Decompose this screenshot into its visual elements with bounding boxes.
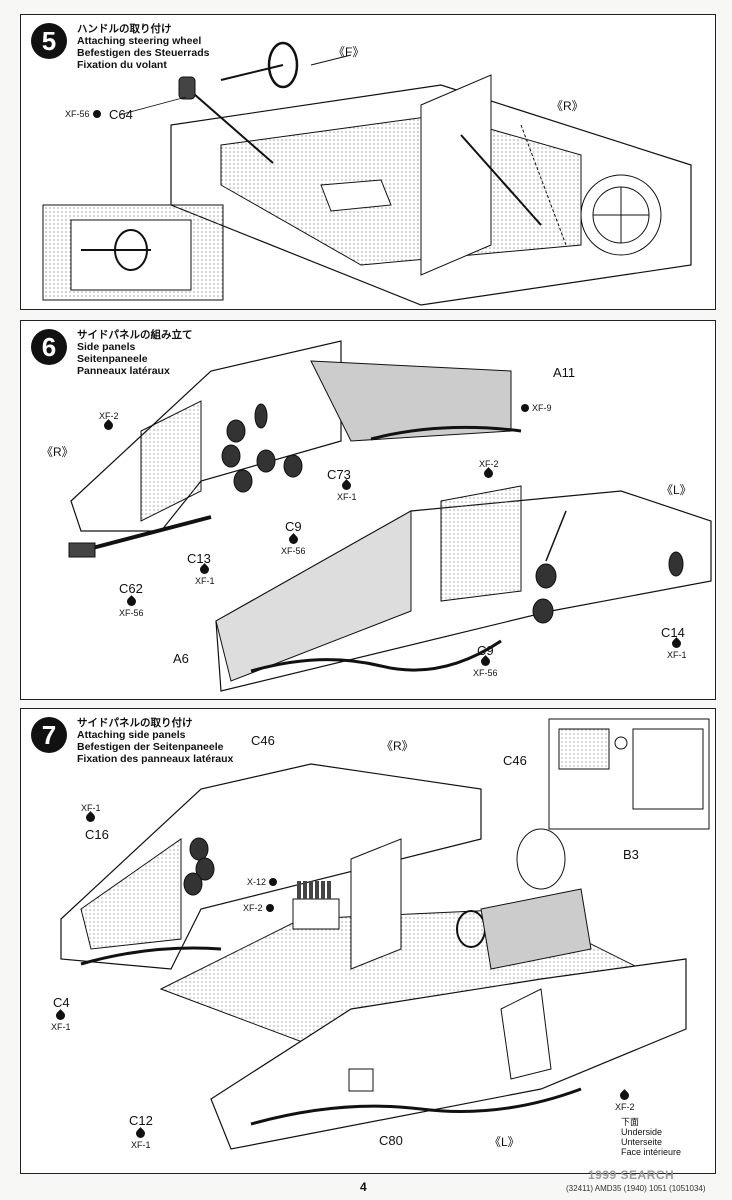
part-c13: C13 bbox=[187, 551, 211, 566]
title-en: Side panels bbox=[77, 341, 136, 353]
underside-note: 下面 Underside Unterseite Face intérieure bbox=[621, 1117, 682, 1157]
paint-drop-icon bbox=[478, 655, 492, 668]
title-en: Attaching steering wheel bbox=[77, 35, 202, 47]
part-c64: C64 bbox=[109, 107, 133, 122]
paint-xf2-left: XF-2 bbox=[479, 459, 499, 480]
title-de: Befestigen des Steuerrads bbox=[77, 47, 210, 59]
part-c4: C4 bbox=[53, 995, 70, 1010]
step-header: 7 サイドパネルの取り付け Attaching side panels Befe… bbox=[31, 717, 233, 765]
paint-xf1-c16: XF-1 bbox=[81, 803, 101, 824]
step-6-panel: 6 サイドパネルの組み立て Side panels Seitenpaneele … bbox=[20, 320, 716, 700]
label-rear: 《R》 bbox=[551, 99, 584, 113]
paint-drop-icon bbox=[269, 878, 278, 886]
paint-drop-icon bbox=[54, 1009, 68, 1022]
step-number: 6 bbox=[31, 329, 67, 365]
paint-drop-icon bbox=[286, 533, 300, 546]
part-c14: C14 bbox=[661, 625, 685, 640]
paint-c12: XF-1 bbox=[131, 1127, 151, 1150]
title-jp: ハンドルの取り付け bbox=[77, 23, 172, 35]
paint-xf2-right: XF-2 bbox=[99, 411, 119, 432]
title-de: Befestigen der Seitenpaneele bbox=[77, 741, 224, 753]
paint-c9-right: XF-56 bbox=[281, 533, 306, 556]
paint-c14: XF-1 bbox=[667, 637, 687, 660]
paint-xf2-under: XF-2 bbox=[615, 1089, 635, 1112]
side-panels-drawing bbox=[68, 340, 712, 692]
assembly-drawing bbox=[60, 718, 710, 1150]
label-right: 《R》 bbox=[381, 739, 414, 753]
paint-c9-left: XF-56 bbox=[473, 655, 498, 678]
paint-drop-icon bbox=[134, 1127, 148, 1140]
paint-drop-icon bbox=[102, 419, 116, 432]
part-a6: A6 bbox=[173, 651, 189, 666]
paint-drop-icon bbox=[124, 595, 138, 608]
label-left: 《L》 bbox=[661, 483, 692, 497]
step-titles: サイドパネルの取り付け Attaching side panels Befest… bbox=[77, 717, 233, 765]
label-left: 《L》 bbox=[489, 1135, 520, 1149]
step-header: 6 サイドパネルの組み立て Side panels Seitenpaneele … bbox=[31, 329, 193, 377]
paint-xf56-c64: XF-56 bbox=[65, 109, 101, 119]
paint-xf9: XF-9 bbox=[521, 403, 552, 413]
part-c9-right: C9 bbox=[285, 519, 302, 534]
footer-code: (32411) AMD35 (1940) 1051 (1051034) bbox=[566, 1184, 706, 1193]
paint-drop-icon bbox=[198, 563, 212, 576]
part-a11: A11 bbox=[553, 365, 576, 380]
title-fr: Panneaux latéraux bbox=[77, 365, 170, 377]
title-fr: Fixation des panneaux latéraux bbox=[77, 753, 234, 765]
paint-drop-icon bbox=[265, 904, 274, 912]
paint-xf2-x12: XF-2 bbox=[243, 903, 274, 913]
part-c9-left: C9 bbox=[477, 643, 494, 658]
step-number: 5 bbox=[31, 23, 67, 59]
paint-drop-icon bbox=[340, 479, 354, 492]
paint-drop-icon bbox=[92, 110, 101, 118]
step-number: 7 bbox=[31, 717, 67, 753]
paint-drop-icon bbox=[670, 637, 684, 650]
part-c12: C12 bbox=[129, 1113, 153, 1128]
part-c16: C16 bbox=[85, 827, 109, 842]
part-c46-inset: C46 bbox=[503, 753, 527, 768]
part-c62: C62 bbox=[119, 581, 143, 596]
title-jp: サイドパネルの取り付け bbox=[77, 717, 193, 729]
step-titles: サイドパネルの組み立て Side panels Seitenpaneele Pa… bbox=[77, 329, 193, 377]
page-number: 4 bbox=[360, 1180, 367, 1194]
paint-drop-icon bbox=[618, 1089, 632, 1102]
title-de: Seitenpaneele bbox=[77, 353, 148, 365]
step-header: 5 ハンドルの取り付け Attaching steering wheel Bef… bbox=[31, 23, 209, 71]
step-5-panel: 5 ハンドルの取り付け Attaching steering wheel Bef… bbox=[20, 14, 716, 310]
paint-c62: XF-56 bbox=[119, 595, 144, 618]
label-right: 《R》 bbox=[41, 445, 74, 459]
step-7-panel: 7 サイドパネルの取り付け Attaching side panels Befe… bbox=[20, 708, 716, 1174]
chassis-drawing bbox=[42, 41, 692, 306]
paint-drop-icon bbox=[482, 467, 496, 480]
paint-c73: XF-1 bbox=[337, 479, 357, 502]
part-c46: C46 bbox=[251, 733, 275, 748]
step-titles: ハンドルの取り付け Attaching steering wheel Befes… bbox=[77, 23, 209, 71]
part-c73: C73 bbox=[327, 467, 351, 482]
title-jp: サイドパネルの組み立て bbox=[77, 329, 193, 341]
part-c80: C80 bbox=[379, 1133, 403, 1148]
label-front: 《F》 bbox=[333, 45, 365, 59]
watermark: 1999 SEARCH bbox=[588, 1168, 675, 1182]
paint-drop-icon bbox=[521, 404, 529, 412]
paint-c4: XF-1 bbox=[51, 1009, 71, 1032]
part-b3: B3 bbox=[623, 847, 639, 862]
part-x12: X-12 bbox=[247, 877, 278, 887]
title-en: Attaching side panels bbox=[77, 729, 186, 741]
paint-c13: XF-1 bbox=[195, 563, 215, 586]
title-fr: Fixation du volant bbox=[77, 59, 167, 71]
paint-drop-icon bbox=[84, 811, 98, 824]
